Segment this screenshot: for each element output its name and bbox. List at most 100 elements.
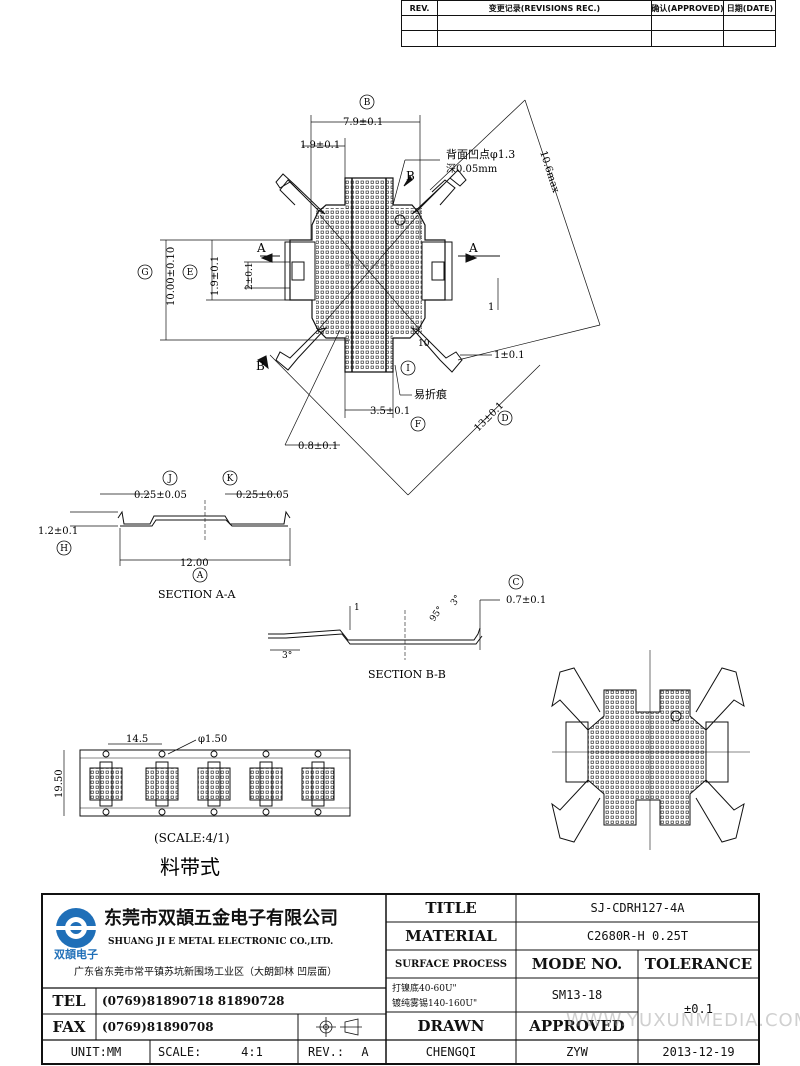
iso-view	[551, 650, 750, 850]
aa-caption: SECTION A-A	[158, 588, 236, 601]
approved-header: 确认(APPROVED)	[652, 3, 723, 13]
balloon-g: G	[141, 268, 148, 278]
dim-left-inner: 1.9±0.1	[210, 256, 221, 296]
mode-value: SM13-18	[551, 988, 603, 1002]
rev-value: A	[361, 1045, 369, 1059]
tel-value: (0769)81890718 81890728	[102, 994, 285, 1008]
aa-dim-height: 1.2±0.1	[38, 526, 78, 537]
balloon-c: C	[513, 578, 520, 588]
tolerance-value: ±0.1	[684, 1002, 713, 1016]
section-markers	[257, 174, 478, 370]
date-header: 日期(DATE)	[726, 3, 774, 13]
fax-label: FAX	[52, 1018, 86, 1036]
balloons	[56, 94, 524, 590]
section-aa-texts: 0.25±0.05 0.25±0.05 1.2±0.1 12.00 SECTIO…	[38, 490, 289, 601]
scale-label: SCALE:	[158, 1045, 202, 1059]
unit-label: UNIT:MM	[70, 1045, 122, 1059]
drawn-value: CHENGQI	[425, 1045, 477, 1059]
dim-right-small: 1±0.1	[494, 350, 525, 361]
tape-view	[63, 739, 351, 817]
tape-part-1	[89, 761, 123, 807]
balloon-f: F	[415, 420, 421, 430]
bb-caption: SECTION B-B	[368, 668, 446, 681]
dim-bottom: 3.5±0.1	[370, 406, 410, 417]
tape-texts: 14.5 φ1.50 19.50 (SCALE:4/1) 料带式	[54, 734, 230, 879]
tolerance-label: TOLERANCE	[644, 955, 753, 973]
material-value: C2680R-H 0.25T	[586, 929, 689, 943]
mode-label: MODE NO.	[531, 955, 623, 973]
tape-pitch: 14.5	[126, 734, 148, 745]
note-back: 背面凹点φ1.3	[446, 147, 515, 161]
aa-dim-left: 0.25±0.05	[134, 490, 187, 501]
technical-drawing: A A B B B G E D F I J K H A C 7.9±0.1 1.…	[38, 94, 750, 879]
revision-table-grid	[401, 0, 776, 47]
marker-b-bottom: B	[256, 359, 265, 373]
approved-value: ZYW	[566, 1045, 588, 1059]
title-label: TITLE	[425, 899, 477, 917]
company-name-en: SHUANG JI E METAL ELECTRONIC CO.,LTD.	[108, 937, 334, 947]
surface-line-1: 打镍底40-60U"	[392, 984, 457, 994]
balloon-letters: B G E D F I J K H A C	[60, 98, 519, 588]
dim-left-outer: 10.00±0.10	[166, 247, 177, 306]
dim-bottom-left: 0.8±0.1	[298, 441, 338, 452]
tel-label: TEL	[52, 992, 86, 1010]
section-bb	[268, 599, 500, 660]
balloon-b: B	[364, 98, 371, 108]
rev-header: REV.	[409, 3, 430, 13]
balloon-j: J	[167, 474, 172, 484]
scale-value: 4:1	[241, 1045, 263, 1059]
section-aa	[70, 493, 291, 566]
tape-part-2	[145, 761, 179, 807]
tape-part-3	[197, 761, 231, 807]
watermark: WWW.YUXUNMEDIA.COM	[566, 1010, 800, 1031]
surface-line-2: 镀纯雾锡140-160U"	[392, 999, 478, 1009]
balloon-h: H	[60, 544, 68, 554]
aa-dim-width: 12.00	[180, 558, 209, 569]
note-depth: 深0.05mm	[446, 163, 498, 175]
dim-small-10: 10	[418, 339, 430, 349]
fax-value: (0769)81890708	[102, 1020, 214, 1034]
dim-top: 7.9±0.1	[343, 117, 383, 128]
company-address: 广东省东莞市常平镇苏坑新围场工业区（大朗卸林 凹层面）	[74, 966, 338, 978]
company-logo	[52, 908, 100, 948]
tape-part-4	[249, 761, 283, 807]
marker-a-right: A	[468, 241, 478, 255]
balloon-k: K	[227, 474, 234, 484]
marker-b-top: B	[406, 169, 415, 183]
dimension-texts: 7.9±0.1 1.9±0.1 10.00±0.10 1.9±0.1 2±0.1…	[166, 117, 561, 452]
title-value: SJ-CDRH127-4A	[590, 901, 685, 915]
bb-angle-3b: 3°	[282, 651, 292, 661]
approved-label: APPROVED	[529, 1017, 625, 1035]
balloon-a: A	[196, 571, 204, 581]
tape-part-5	[301, 761, 335, 807]
projection-symbol	[316, 1017, 362, 1037]
date-value: 2013-12-19	[662, 1045, 735, 1059]
bb-angle-3a: 3°	[449, 594, 463, 608]
logo-text: 双頡电子	[54, 948, 98, 961]
material-label: MATERIAL	[405, 927, 497, 945]
company-name-cn: 东莞市双頡五金电子有限公司	[104, 908, 338, 929]
drawn-label: DRAWN	[417, 1017, 485, 1035]
surface-label: SURFACE PROCESS	[395, 958, 507, 970]
dim-top-left: 1.9±0.1	[300, 140, 340, 151]
dim-left-small: 2±0.1	[245, 262, 255, 290]
tape-caption: 料带式	[160, 855, 220, 879]
main-view	[260, 169, 500, 373]
balloon-i: I	[406, 364, 410, 374]
balloon-d: D	[501, 414, 508, 424]
rev-label: REV.:	[307, 1045, 345, 1059]
aa-dim-right: 0.25±0.05	[236, 490, 289, 501]
dimension-lines	[160, 99, 601, 496]
sprocket-holes	[102, 750, 322, 816]
balloon-e: E	[187, 268, 194, 278]
tape-hole: φ1.50	[198, 734, 227, 745]
tape-width: 19.50	[54, 769, 65, 798]
note-break: 易折痕	[414, 387, 447, 401]
label-one: 1	[488, 302, 494, 313]
marker-a-left: A	[256, 241, 266, 255]
revisions-header: 变更记录(REVISIONS REC.)	[488, 3, 601, 13]
bb-label-one: 1	[354, 603, 360, 613]
tape-scale: (SCALE:4/1)	[154, 831, 230, 845]
bb-dim-thickness: 0.7±0.1	[506, 595, 546, 606]
